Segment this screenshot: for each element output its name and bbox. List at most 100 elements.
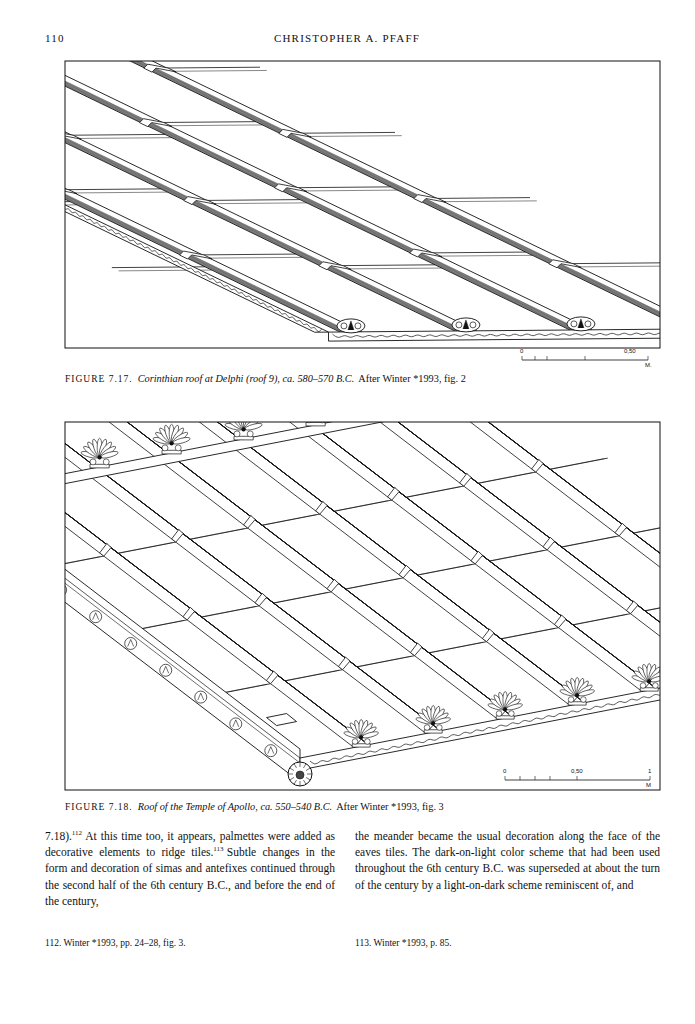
cover-tile-hatching	[249, 446, 583, 701]
palmette-heart	[170, 441, 174, 445]
antefix-volute	[571, 321, 577, 327]
scale-label-box: M.	[645, 362, 652, 369]
cover-tile-hatching	[65, 61, 460, 331]
scale-tick	[650, 776, 651, 780]
pan-tile-step	[115, 543, 173, 554]
cover-tile-hatching	[65, 61, 660, 329]
cover-tile-joint	[460, 474, 479, 487]
sima-moulding	[65, 422, 300, 763]
pan-tile-step	[558, 536, 616, 547]
cover-tile-side	[316, 428, 657, 689]
cover-tile-joint	[279, 129, 311, 137]
pan-tile-step	[498, 628, 556, 639]
antefix	[337, 319, 365, 333]
pan-tile-step	[486, 550, 544, 561]
palmette-heart	[503, 707, 507, 711]
pan-tile-edge	[444, 200, 537, 202]
footnote-box: 113. Winter *1993, p. 85.	[355, 938, 452, 948]
cover-tile-hatching	[65, 61, 576, 330]
text-column: the meander became the usual decoration …	[355, 828, 660, 893]
cover-tile-side	[92, 470, 433, 734]
caption-box: FIGURE 7.17. Corinthian roof at Delphi (r…	[65, 373, 466, 384]
palmette-volute	[247, 431, 253, 437]
cover-tile-edge	[65, 61, 592, 330]
pan-tile-edge	[209, 257, 302, 259]
lion-mane	[294, 764, 297, 768]
pan-tile-joint	[167, 67, 260, 69]
cover-tile-hatching	[65, 422, 176, 459]
palmette-heart	[98, 455, 102, 459]
meander-pattern	[333, 331, 661, 337]
cover-tile-joint	[180, 251, 212, 259]
scale-label: 1	[648, 768, 651, 774]
palmette-petal	[362, 730, 379, 739]
figure-frame	[65, 422, 660, 790]
cover-tile-joint	[65, 186, 77, 194]
pan-tile-joint	[72, 134, 165, 136]
palmette-volute	[581, 697, 587, 703]
cover-tile-joint	[275, 184, 307, 192]
footnote-ref: 112	[72, 829, 82, 837]
lion-mane	[294, 780, 297, 784]
lion-mane	[306, 768, 310, 771]
pan-tile-joint	[634, 522, 660, 533]
palmette-volute	[568, 697, 574, 703]
sima-box	[267, 714, 297, 726]
footnote-box: 112. Winter *1993, pp. 24–28, fig. 3.	[45, 938, 186, 948]
palmette-petal	[172, 436, 190, 445]
cover-tile-joint	[532, 460, 551, 473]
antefix-volute	[341, 323, 347, 329]
pan-tile-edge	[304, 190, 397, 192]
cover-tile-joint	[410, 643, 429, 656]
antefix-volute	[585, 321, 591, 327]
cover-tile-side	[244, 442, 585, 703]
scale-label-box: 0	[520, 348, 523, 355]
cover-tile-edge	[65, 61, 660, 329]
pan-tile-joint	[163, 121, 256, 123]
cover-tile-hatching	[65, 61, 660, 329]
antefix	[567, 317, 595, 331]
palmette-heart	[647, 679, 651, 683]
scale-label: 0,50	[624, 348, 636, 354]
figure-source: After Winter *1993, fig. 2	[358, 373, 466, 384]
cover-tile-hatching	[65, 422, 101, 471]
cover-tile-side	[452, 422, 660, 664]
cover-tile-joint	[471, 551, 490, 564]
pan-tile-edge	[169, 124, 262, 126]
pan-tile-step	[259, 515, 317, 526]
scale-unit: M.	[645, 362, 652, 368]
palmette-petal	[434, 716, 451, 725]
raking-sima	[65, 61, 329, 332]
figure-caption: Corinthian roof at Delphi (roof 9), ca. …	[138, 373, 355, 384]
pan-tile-edge	[174, 70, 267, 72]
pan-tile-edge	[79, 137, 172, 139]
meander-pattern	[310, 666, 660, 764]
caption-box: FIGURE 7.18.Roof of the Temple of Apollo…	[65, 801, 444, 812]
palmette	[631, 663, 660, 691]
body-text: 7.18).	[45, 830, 72, 842]
cover-tile-hatching	[67, 422, 317, 429]
pan-tile-step	[65, 557, 100, 568]
cover-tile-hatching	[65, 61, 574, 330]
pan-tile-edge	[579, 266, 660, 268]
cover-tile-side	[236, 442, 577, 706]
sima-palmette	[93, 613, 99, 620]
palmette-volute	[653, 683, 659, 689]
lion-mane	[304, 764, 307, 768]
cover-tile-joint	[410, 249, 442, 257]
figure-number: FIGURE 7.17.	[65, 374, 133, 384]
cover-tile-joint	[144, 64, 176, 72]
lion-muzzle	[296, 771, 304, 779]
cover-tile-hatching	[321, 432, 655, 687]
lion-mane	[290, 778, 294, 781]
pan-tile-edge	[214, 202, 307, 204]
cover-tile-hatching	[65, 61, 344, 332]
pan-tile-step	[630, 522, 660, 533]
sima-ornament	[265, 745, 277, 757]
pan-tile-step	[187, 529, 245, 540]
palmette-heart	[575, 693, 579, 697]
palmette-heart	[431, 721, 435, 725]
lion-mane	[288, 774, 293, 775]
palmette-volute	[352, 739, 358, 745]
cover-tile-hatching	[65, 61, 660, 329]
